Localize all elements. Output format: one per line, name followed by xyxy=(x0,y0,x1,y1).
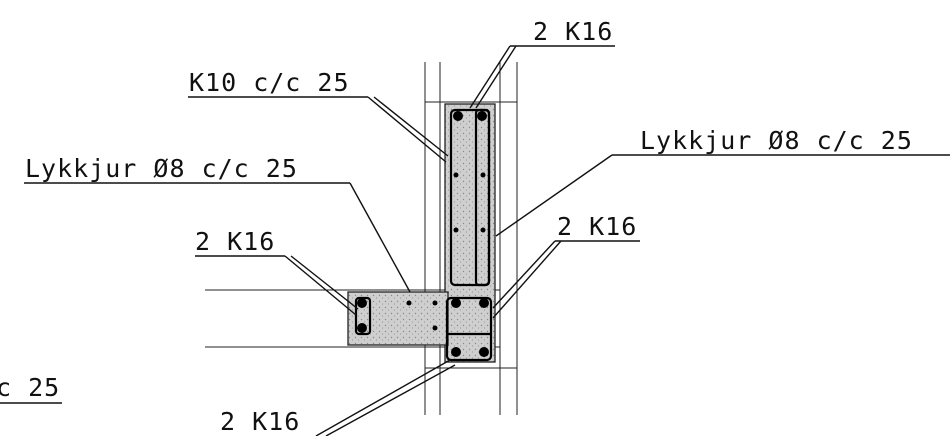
slab-stirrup xyxy=(354,296,493,362)
label-top-bars: 2 K16 xyxy=(533,17,613,46)
label-left-bars: 2 K16 xyxy=(195,227,275,256)
label-cut-left: c 25 xyxy=(0,373,60,402)
rebar-dots xyxy=(357,111,489,357)
leader-lines xyxy=(0,45,950,436)
slab-concrete xyxy=(347,291,449,346)
label-ties-left: Lykkjur Ø8 c/c 25 xyxy=(25,154,298,183)
wall-concrete xyxy=(444,103,496,363)
wall-guide-lines xyxy=(424,62,518,415)
label-bottom-bars: 2 K16 xyxy=(220,407,300,436)
wall-stirrup xyxy=(449,108,491,287)
label-right-bars: 2 K16 xyxy=(557,212,637,241)
label-ties-right: Lykkjur Ø8 c/c 25 xyxy=(640,126,913,155)
label-stirrups-k10: K10 c/c 25 xyxy=(189,68,350,97)
